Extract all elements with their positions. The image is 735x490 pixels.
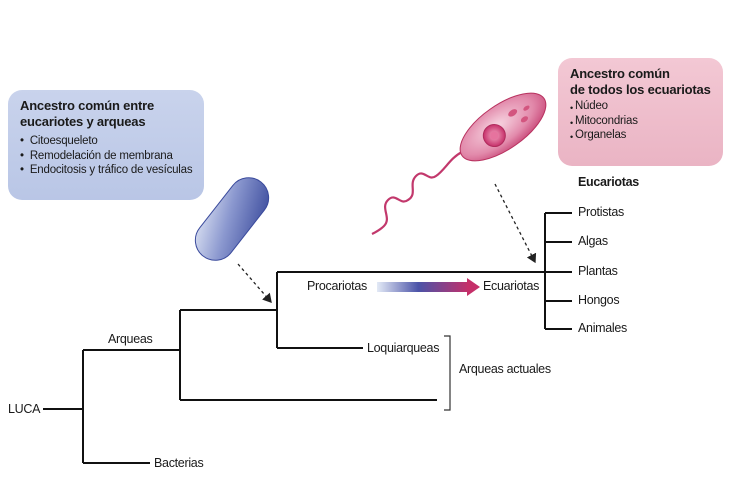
right-box-item: Mitocondrias [570, 114, 713, 129]
right-box-list: Núdeo Mitocondrias Organelas [570, 99, 713, 143]
label-arqueas: Arqueas [108, 332, 153, 346]
left-box-title-line1: Ancestro común entre [20, 98, 154, 113]
right-box-item: Organelas [570, 128, 713, 143]
left-box-list: Citoesqueleto Remodelación de membrana E… [20, 134, 194, 178]
archaeal-cell-icon [194, 177, 270, 261]
label-plantas: Plantas [578, 264, 618, 278]
tree-branches [43, 212, 572, 464]
left-box-item: Endocitosis y tráfico de vesículas [20, 163, 194, 178]
eukaryote-ancestor-dashed-arrow [494, 183, 537, 264]
label-procariotas: Procariotas [307, 279, 367, 293]
eukaryote-archaea-ancestor-box: Ancestro común entre eucariotes y arquea… [8, 90, 204, 200]
right-box-title-line2: de todos los ecuariotas [570, 82, 711, 97]
label-animales: Animales [578, 321, 628, 335]
left-box-item: Citoesqueleto [20, 134, 194, 149]
label-loquiarqueas: Loquiarqueas [367, 341, 440, 355]
prokaryote-to-eukaryote-arrow [377, 278, 480, 296]
label-algas: Algas [578, 234, 608, 248]
all-eukaryotes-ancestor-box: Ancestro común de todos los ecuariotas N… [558, 58, 723, 166]
label-luca: LUCA [8, 402, 41, 416]
left-box-item: Remodelación de membrana [20, 149, 194, 164]
right-box-title-line1: Ancestro común [570, 66, 670, 81]
label-eucariotas: Eucariotas [578, 175, 639, 189]
label-ecuariotas: Ecuariotas [483, 279, 540, 293]
arqueas-actuales-bracket [444, 335, 451, 411]
label-hongos: Hongos [578, 293, 620, 307]
archaeal-ancestor-dashed-arrow [237, 263, 272, 303]
left-box-title-line2: eucariotes y arqueas [20, 114, 146, 129]
eukaryotic-cell-icon [371, 92, 547, 235]
label-arqueas-actuales: Arqueas actuales [459, 362, 551, 376]
label-protistas: Protistas [578, 205, 624, 219]
label-bacterias: Bacterias [154, 456, 204, 470]
right-box-item: Núdeo [570, 99, 713, 114]
